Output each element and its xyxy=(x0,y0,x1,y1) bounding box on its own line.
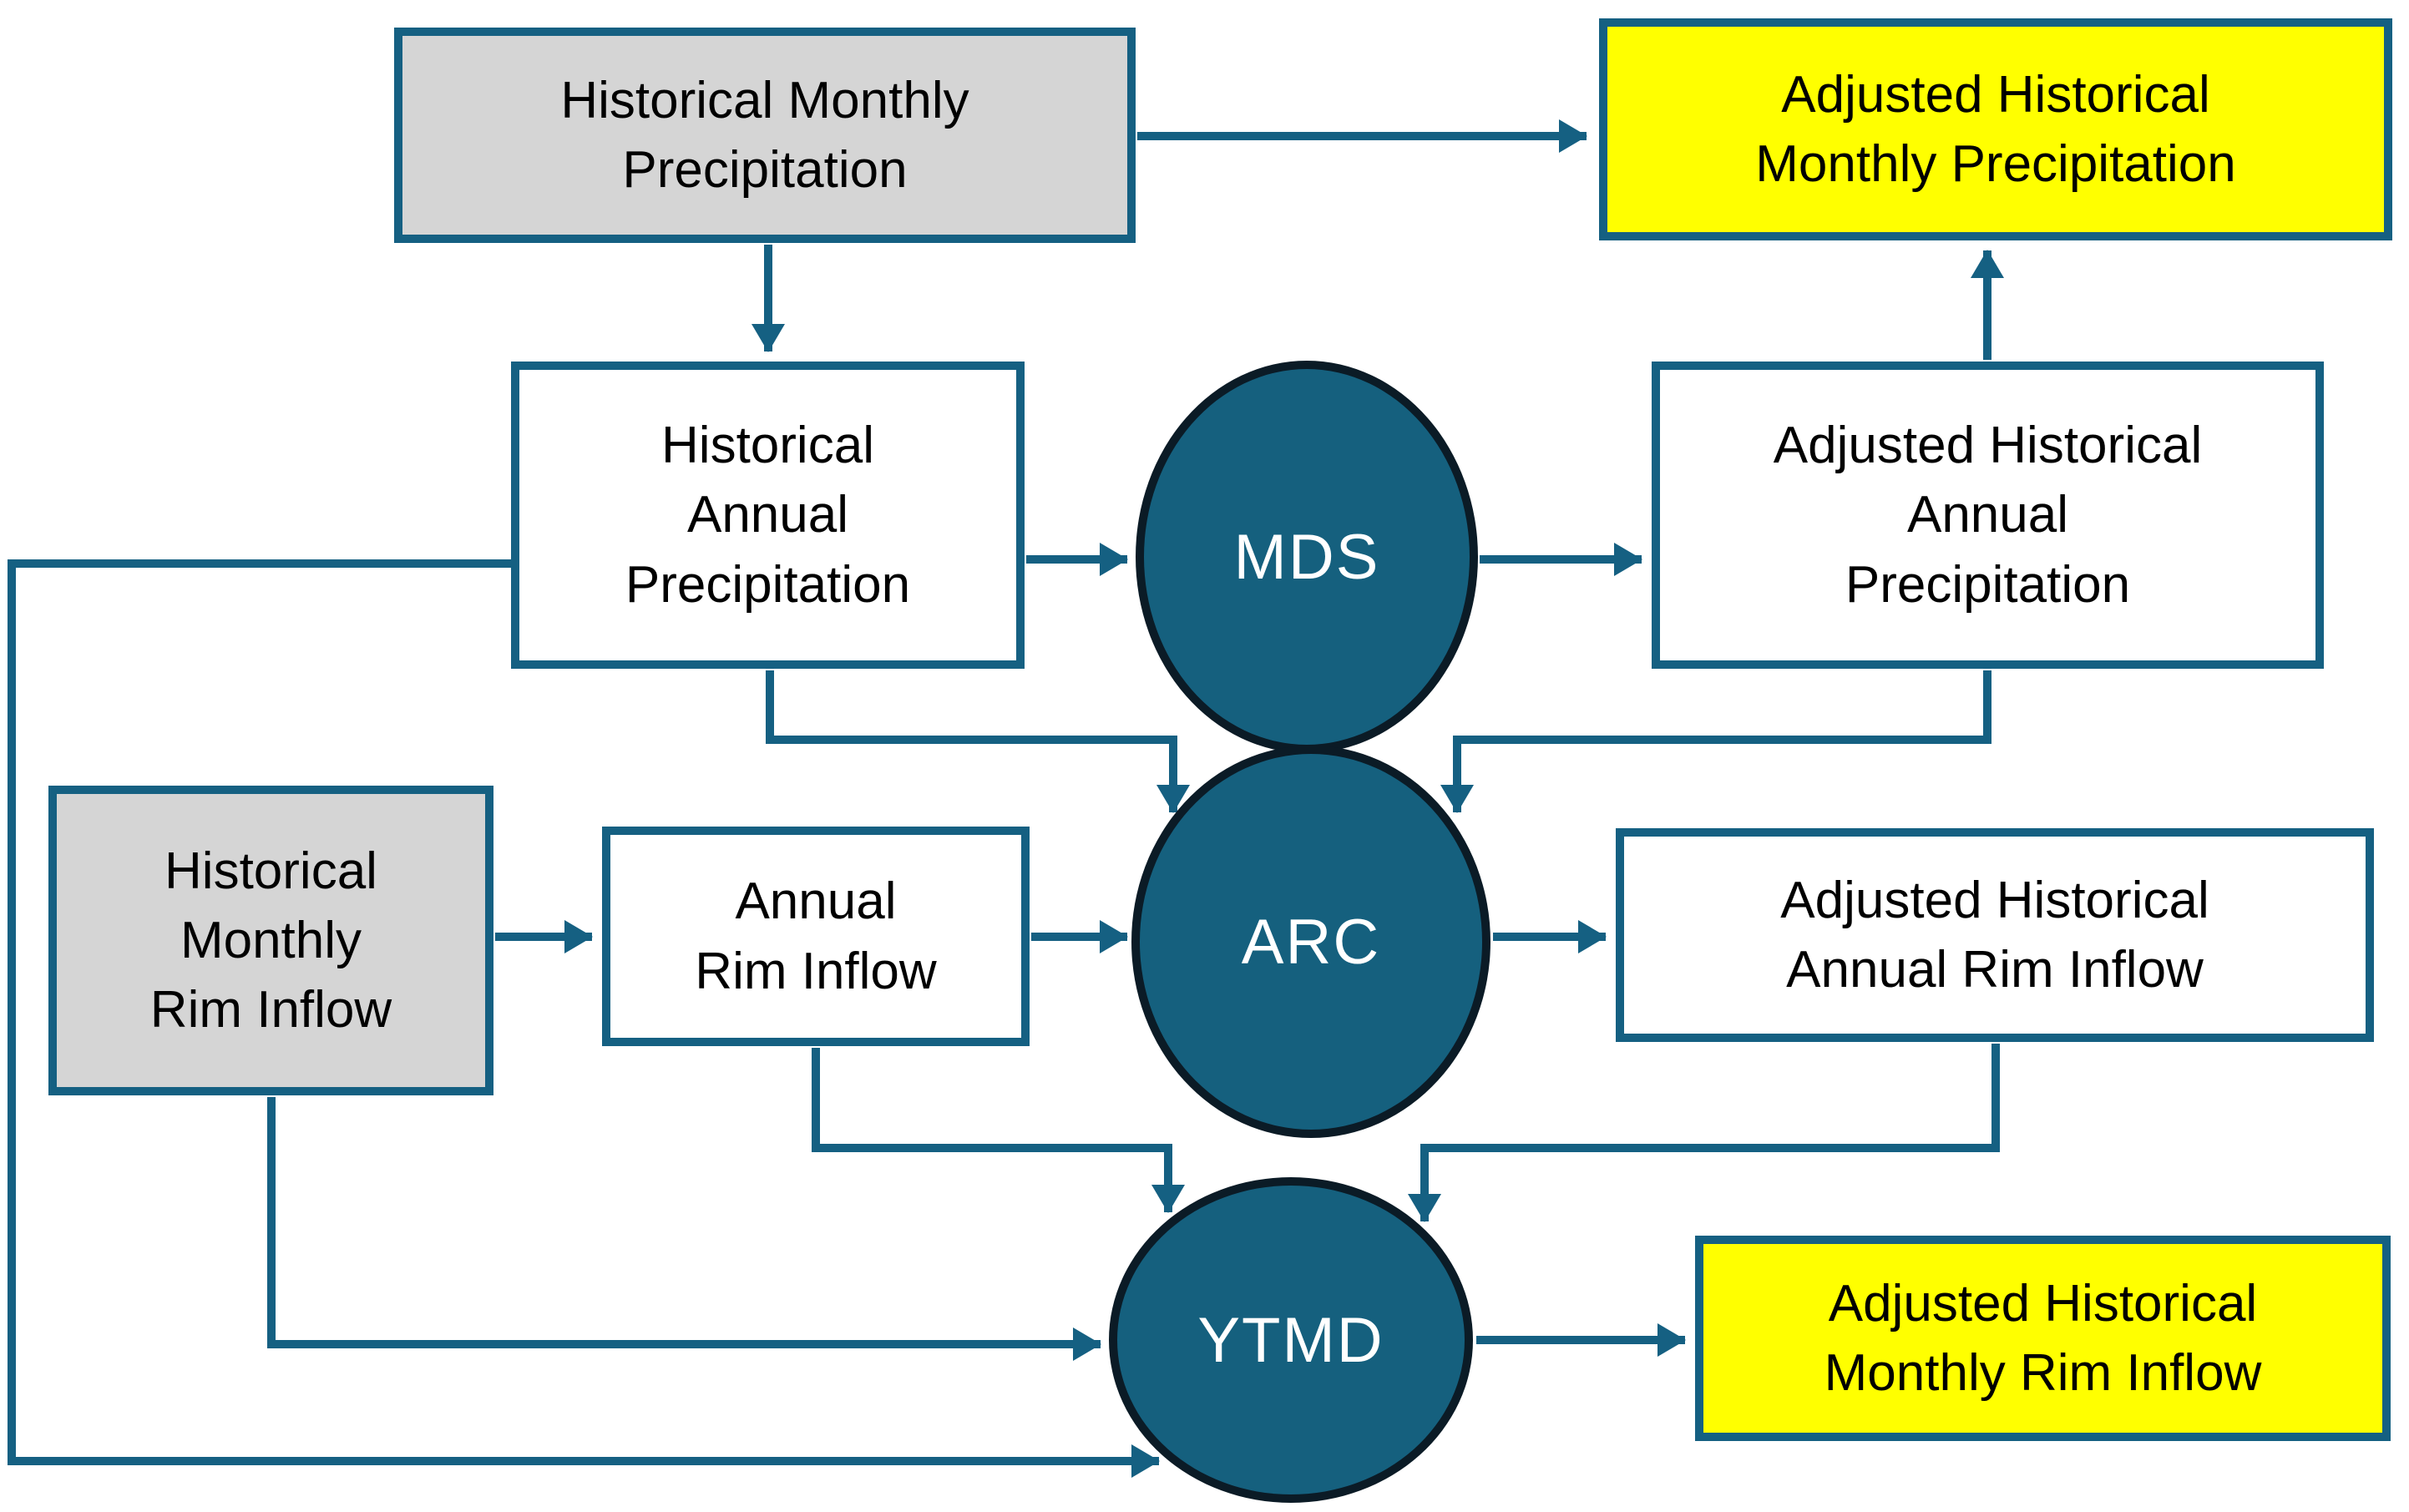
process-label: ARC xyxy=(1241,906,1381,978)
process-label: MDS xyxy=(1233,521,1380,593)
node-historical-monthly-rim-inflow: Historical Monthly Rim Inflow xyxy=(48,786,493,1095)
edge-hap-to-arc xyxy=(766,670,1190,813)
process-ytmd: YTMD xyxy=(1109,1177,1473,1503)
node-label: Annual Rim Inflow xyxy=(695,872,937,1000)
node-adjusted-historical-monthly-rim-inflow: Adjusted Historical Monthly Rim Inflow xyxy=(1695,1236,2391,1441)
process-arc: ARC xyxy=(1131,746,1490,1138)
node-label: Adjusted Historical Monthly Rim Inflow xyxy=(1824,1274,2262,1402)
edge-ahap-to-arc xyxy=(1440,670,1991,813)
node-historical-annual-precipitation: Historical Annual Precipitation xyxy=(511,362,1025,669)
edge-ari-to-ytmd xyxy=(812,1048,1185,1213)
node-adjusted-historical-monthly-precipitation: Adjusted Historical Monthly Precipitatio… xyxy=(1599,18,2392,240)
node-label: Adjusted Historical Annual Precipitation xyxy=(1773,417,2203,614)
node-adjusted-historical-annual-rim-inflow: Adjusted Historical Annual Rim Inflow xyxy=(1616,828,2374,1042)
node-label: Historical Annual Precipitation xyxy=(625,417,911,614)
node-historical-monthly-precipitation: Historical Monthly Precipitation xyxy=(394,28,1136,243)
node-adjusted-historical-annual-precipitation: Adjusted Historical Annual Precipitation xyxy=(1652,362,2324,669)
process-label: YTMD xyxy=(1197,1304,1384,1376)
edge-ahari-to-ytmd xyxy=(1408,1044,2000,1222)
node-label: Adjusted Historical Monthly Precipitatio… xyxy=(1755,65,2236,193)
node-annual-rim-inflow: Annual Rim Inflow xyxy=(602,827,1030,1046)
edge-hmri-to-ytmd xyxy=(267,1097,1101,1361)
node-label: Adjusted Historical Annual Rim Inflow xyxy=(1780,871,2209,999)
node-label: Historical Monthly Precipitation xyxy=(560,71,969,199)
edge-hap-to-ytmd-long xyxy=(8,559,1160,1478)
process-mds: MDS xyxy=(1136,361,1478,753)
node-label: Historical Monthly Rim Inflow xyxy=(149,842,392,1039)
